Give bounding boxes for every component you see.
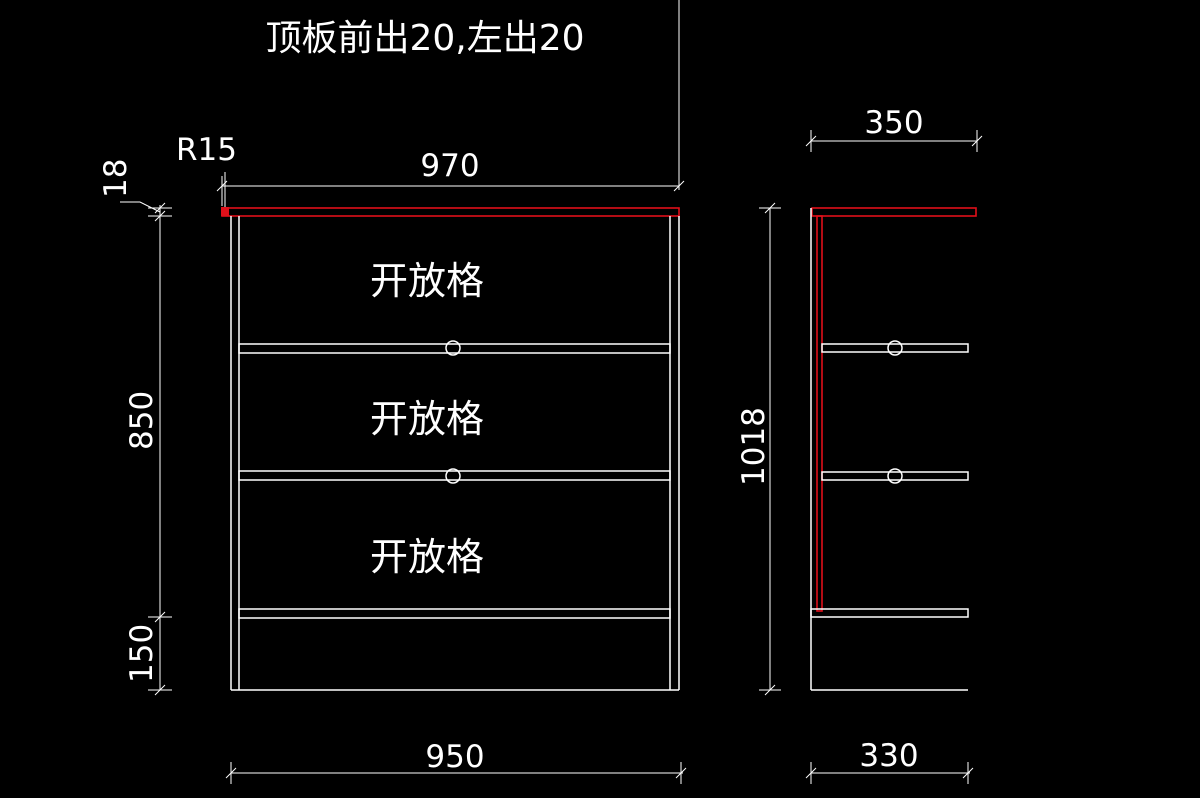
dim-side-top-depth: 350 — [805, 105, 983, 152]
compartment-label-2: 开放格 — [370, 397, 484, 441]
front-shelf-3 — [238, 608, 671, 619]
dim-left-tick-4 — [154, 684, 166, 696]
dim-top-width-tick-left — [216, 180, 228, 192]
dim-top-width-label: 970 — [420, 148, 479, 184]
dim-left-tick-3 — [154, 611, 166, 623]
dim-bottom-width-label: 950 — [425, 739, 484, 775]
dim-side-body-depth-tick-right — [962, 767, 974, 779]
dim-side-top-depth-tick-left — [805, 135, 817, 147]
dim-side-height-tick-bottom — [764, 684, 776, 696]
dim-side-body-depth-tick-left — [805, 767, 817, 779]
side-view — [810, 207, 977, 691]
dim-left-chain: 18 850 150 — [98, 159, 172, 696]
dim-bottom-width: 950 — [225, 739, 687, 784]
dim-side-body-depth-label: 330 — [859, 738, 918, 774]
front-shelf-2 — [238, 470, 671, 481]
dim-side-height-label: 1018 — [736, 407, 772, 486]
radius-label: R15 — [176, 132, 237, 168]
dim-left-tick-1 — [154, 202, 166, 214]
dim-bottom-width-tick-right — [675, 767, 687, 779]
front-top-corner — [221, 207, 229, 216]
dim-side-height-tick-top — [764, 202, 776, 214]
front-view: 开放格 开放格 开放格 — [221, 207, 680, 691]
dim-top-width: 970 — [216, 148, 685, 206]
dim-left-tick-2 — [154, 210, 166, 222]
dim-bottom-width-tick-left — [225, 767, 237, 779]
dim-body-height-label: 850 — [124, 391, 160, 450]
side-shelf-hole-2 — [887, 468, 903, 484]
front-shelf-hole-2 — [445, 468, 461, 484]
side-shelf-2 — [821, 471, 969, 481]
front-shelf-1 — [238, 343, 671, 354]
dim-plinth-height-label: 150 — [124, 624, 160, 683]
side-back-panel — [816, 215, 823, 612]
compartment-label-3: 开放格 — [370, 535, 484, 579]
dim-thickness-leader — [120, 201, 161, 213]
dim-side-top-depth-tick-right — [971, 135, 983, 147]
front-shelf-hole-1 — [445, 340, 461, 356]
radius-annotation: R15 — [176, 132, 237, 207]
dim-top-width-tick-right — [673, 180, 685, 192]
dim-side-body-depth: 330 — [805, 738, 974, 784]
compartment-label-1: 开放格 — [370, 259, 484, 303]
side-shelf-3 — [810, 608, 969, 618]
side-top-board — [811, 207, 977, 217]
drawing-title: 顶板前出20,左出20 — [265, 18, 584, 59]
dim-side-height: 1018 — [736, 202, 781, 696]
dim-thickness-label: 18 — [98, 159, 134, 198]
dim-side-top-depth-label: 350 — [864, 105, 923, 141]
side-shelf-1 — [821, 343, 969, 353]
front-top-board — [221, 207, 680, 217]
side-shelf-hole-1 — [887, 340, 903, 356]
